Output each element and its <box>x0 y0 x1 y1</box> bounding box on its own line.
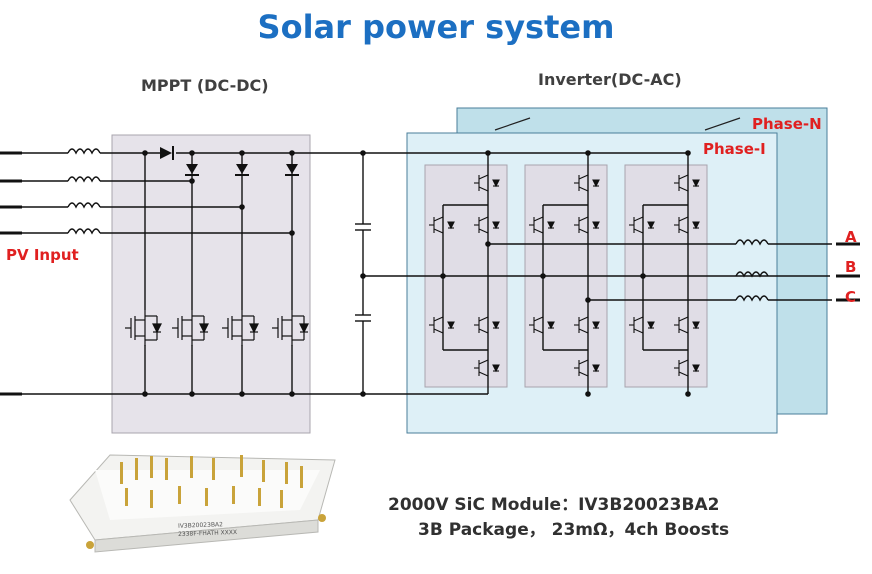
page-title: Solar power system <box>257 8 615 46</box>
module-spec-line2: 3B Package， 23mΩ，4ch Boosts <box>418 520 730 540</box>
sic-module-image <box>69 454 336 553</box>
mppt-box <box>111 134 311 434</box>
output-b-label: B <box>845 258 857 276</box>
output-c-label: C <box>845 288 857 306</box>
pv-input-label: PV Input <box>6 246 79 264</box>
phase-n-label: Phase-N <box>752 115 822 133</box>
phase-i-label: Phase-I <box>703 140 766 158</box>
inverter-label: Inverter(DC-AC) <box>538 70 682 89</box>
output-a-label: A <box>845 228 857 246</box>
mppt-label: MPPT (DC-DC) <box>141 76 269 95</box>
module-spec-line1: 2000V SiC Module：IV3B20023BA2 <box>388 495 720 515</box>
